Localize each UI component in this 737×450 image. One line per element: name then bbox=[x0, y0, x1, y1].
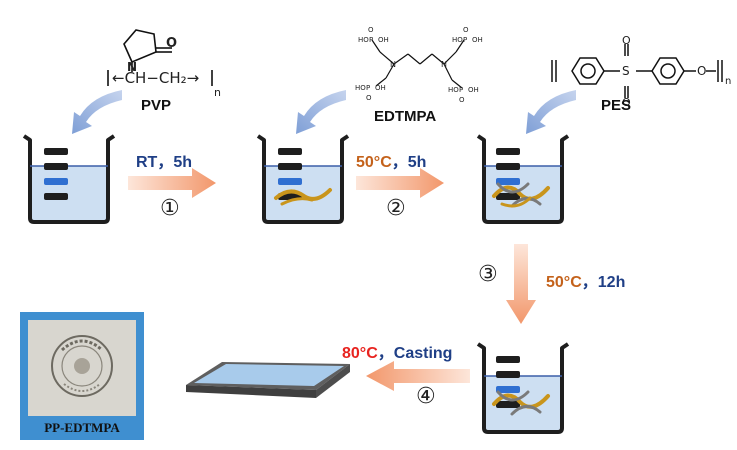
pour-arrow-2 bbox=[296, 90, 346, 134]
pes-ether-o: O bbox=[697, 64, 707, 78]
pvp-label: PVP bbox=[141, 97, 172, 114]
step-1-time: 5h bbox=[173, 154, 193, 171]
edtmpa-oh1: OH bbox=[378, 36, 389, 44]
process-arrow-3 bbox=[506, 244, 536, 324]
process-arrow-2 bbox=[356, 168, 444, 198]
pour-arrow-1 bbox=[72, 90, 122, 134]
process-arrow-4 bbox=[366, 361, 470, 391]
pvp-o-atom: O bbox=[166, 36, 178, 51]
process-arrow-1 bbox=[128, 168, 216, 198]
pes-label: PES bbox=[601, 97, 632, 114]
edtmpa-hop3: HO bbox=[452, 36, 463, 44]
edtmpa-hop1: HO bbox=[358, 36, 369, 44]
pes-sulfur: S bbox=[622, 64, 630, 78]
edtmpa-p4: P bbox=[459, 86, 464, 94]
step-3-number: ③ bbox=[478, 262, 498, 287]
step-4-sep: ， bbox=[377, 345, 394, 362]
step-4-time: Casting bbox=[393, 345, 453, 362]
step-3-temp: 50°C bbox=[546, 274, 582, 291]
edtmpa-oh3: OH bbox=[472, 36, 483, 44]
step-1-condition: RT，5h bbox=[136, 148, 192, 172]
edtmpa-p3: P bbox=[463, 36, 468, 44]
edtmpa-o2: O bbox=[366, 94, 372, 102]
edtmpa-oh4: OH bbox=[468, 86, 479, 94]
step-2-condition: 50°C，5h bbox=[356, 148, 426, 172]
pour-arrow-3 bbox=[526, 90, 576, 134]
step-3-time: 12h bbox=[597, 274, 626, 291]
beaker-3 bbox=[476, 134, 570, 224]
edtmpa-hop2: HO bbox=[355, 84, 366, 92]
edtmpa-p1: P bbox=[369, 36, 374, 44]
pes-subscript: n bbox=[725, 76, 732, 87]
step-2-time: 5h bbox=[407, 154, 427, 171]
beaker-2 bbox=[256, 134, 350, 224]
university-seal-image bbox=[51, 335, 113, 397]
pvp-subscript: n bbox=[214, 86, 221, 99]
pes-oxygen-top: O bbox=[622, 34, 631, 47]
step-4-temp: 80°C bbox=[342, 345, 378, 362]
edtmpa-label: EDTMPA bbox=[374, 108, 437, 125]
step-2-temp: 50°C bbox=[356, 154, 392, 171]
beaker-4 bbox=[476, 342, 570, 434]
step-2-number: ② bbox=[386, 196, 406, 221]
edtmpa-o3: O bbox=[463, 26, 469, 34]
step-4-condition: 80°C，Casting bbox=[342, 339, 452, 363]
product-label: PP-EDTMPA bbox=[44, 420, 120, 435]
edtmpa-n2: N bbox=[441, 60, 447, 69]
step-3-condition: 50°C，12h bbox=[546, 268, 625, 292]
step-4-number: ④ bbox=[416, 384, 436, 409]
pvp-chain: ←CH−CH₂→ bbox=[112, 69, 200, 87]
product-photo: PP-EDTMPA bbox=[20, 312, 144, 440]
edtmpa-hop4: HO bbox=[448, 86, 459, 94]
edtmpa-n1: N bbox=[390, 60, 396, 69]
pvp-n-atom: N bbox=[127, 60, 138, 74]
pes-structure bbox=[551, 44, 723, 98]
membrane-sample bbox=[28, 320, 136, 416]
edtmpa-structure bbox=[371, 39, 465, 89]
step-3-sep: ， bbox=[581, 274, 598, 291]
step-2-sep: ， bbox=[391, 154, 408, 171]
cast-membrane bbox=[186, 362, 350, 398]
edtmpa-p2: P bbox=[366, 84, 371, 92]
step-1-sep: ， bbox=[157, 154, 174, 171]
step-1-number: ① bbox=[160, 196, 180, 221]
beaker-1 bbox=[22, 134, 116, 224]
pes-oxygen-bottom: O bbox=[622, 96, 631, 109]
edtmpa-oh2: OH bbox=[375, 84, 386, 92]
step-1-temp: RT bbox=[136, 154, 158, 171]
edtmpa-o1: O bbox=[368, 26, 374, 34]
pvp-structure bbox=[107, 29, 213, 86]
edtmpa-o4: O bbox=[459, 96, 465, 104]
